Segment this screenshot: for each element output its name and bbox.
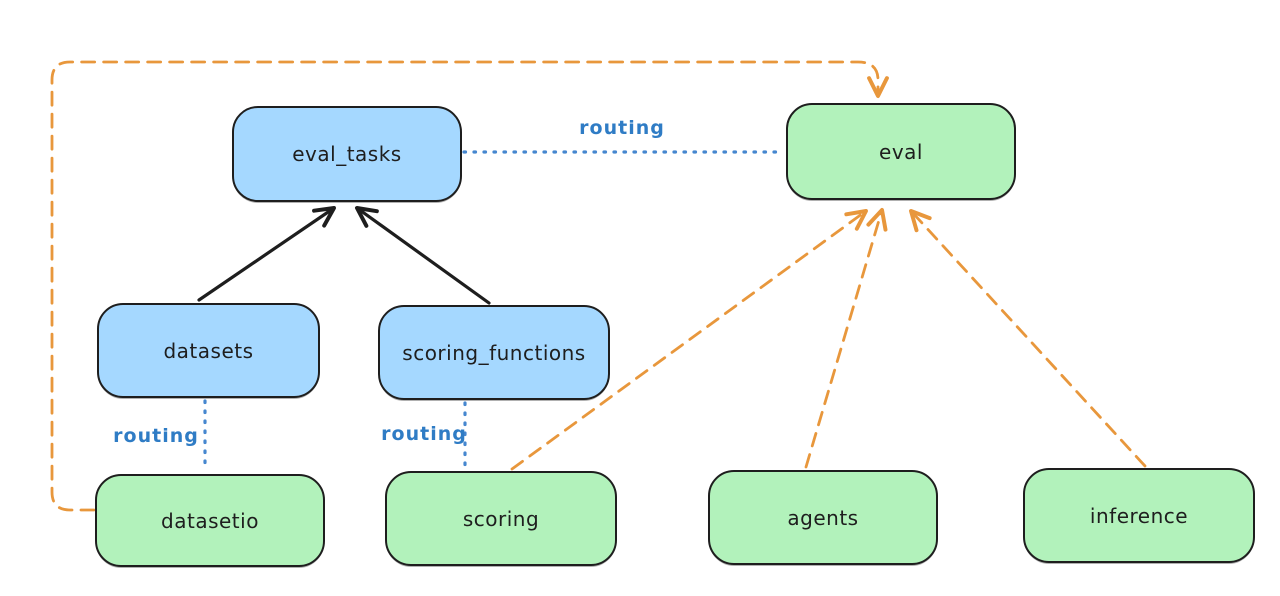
edge-scoring-to-eval[interactable] bbox=[510, 209, 868, 471]
node-scoring-functions[interactable]: scoring_functions bbox=[378, 305, 610, 400]
node-datasetio-label: datasetio bbox=[161, 508, 259, 533]
node-scoring[interactable]: scoring bbox=[385, 471, 617, 566]
edge-label-routing-eval-tasks-eval[interactable]: routing bbox=[579, 117, 665, 139]
node-eval-tasks[interactable]: eval_tasks bbox=[232, 106, 462, 202]
edge-datasetio-to-eval[interactable] bbox=[50, 60, 889, 512]
node-scoring-functions-label: scoring_functions bbox=[402, 340, 586, 365]
node-eval-tasks-label: eval_tasks bbox=[292, 142, 402, 166]
node-inference[interactable]: inference bbox=[1023, 468, 1255, 563]
node-agents[interactable]: agents bbox=[708, 470, 938, 565]
edge-datasets-to-eval-tasks[interactable] bbox=[197, 206, 336, 302]
edge-inference-to-eval[interactable] bbox=[909, 209, 1147, 468]
node-scoring-label: scoring bbox=[462, 506, 540, 531]
edge-label-routing-scoring-functions-scoring[interactable]: routing bbox=[381, 423, 467, 445]
node-eval[interactable]: eval bbox=[786, 103, 1016, 200]
edge-agents-to-eval[interactable] bbox=[804, 208, 888, 469]
node-datasets-label: datasets bbox=[163, 338, 254, 363]
node-datasets[interactable]: datasets bbox=[97, 303, 320, 398]
node-inference-label: inference bbox=[1089, 503, 1189, 528]
node-eval-label: eval bbox=[879, 139, 923, 164]
edge-label-routing-datasets-datasetio[interactable]: routing bbox=[113, 425, 199, 447]
edge-scoring-functions-to-eval-tasks[interactable] bbox=[355, 206, 491, 305]
node-agents-label: agents bbox=[787, 505, 859, 530]
node-datasetio[interactable]: datasetio bbox=[95, 474, 325, 567]
